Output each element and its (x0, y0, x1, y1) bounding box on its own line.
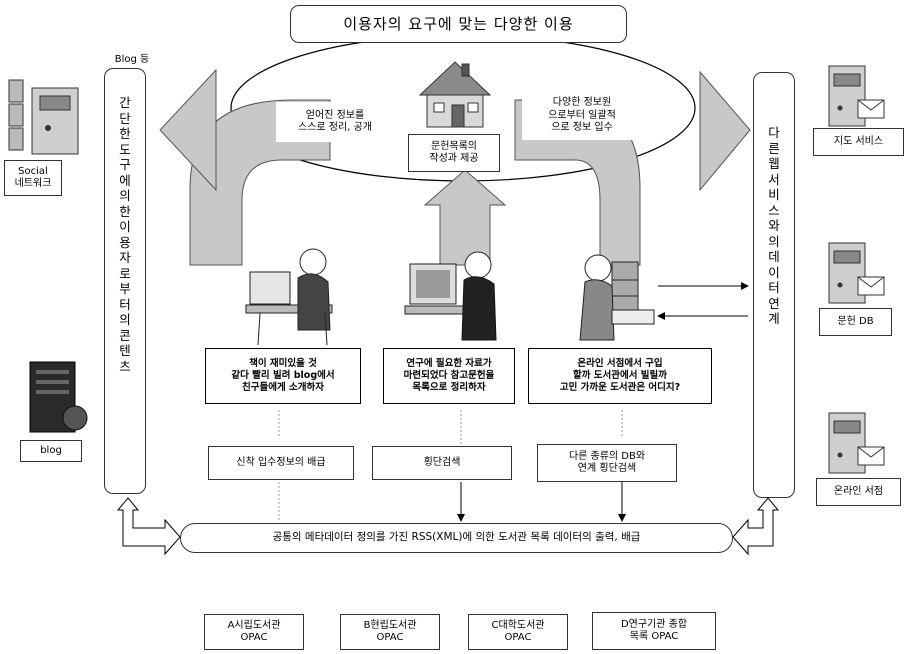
need-research-box: 연구에 필요한 자료가 마련되었다 참고문헌을 목록으로 정리하자 (383, 348, 515, 404)
map-server-icon (828, 65, 885, 127)
left-panel-text: 간단한 도구에 의한 이용자로부터의 콘텐츠 (119, 95, 131, 374)
online-bookstore-label: 온라인 서점 (816, 478, 901, 506)
opac-d: D연구기관 종합 목록 OPAC (592, 612, 716, 650)
bookstore-server-icon (828, 412, 885, 474)
cross-db-search-function: 다른 종류의 DB와 연계 횡단검색 (537, 444, 677, 482)
opac-c: C대학도서관 OPAC (468, 614, 568, 650)
opac-b: B현립도서관 OPAC (340, 614, 440, 650)
social-server-icon (8, 79, 79, 155)
rss-distribution-bar: 공통의 메타데이터 정의를 가진 RSS(XML)에 의한 도서관 목록 데이터… (180, 523, 733, 553)
right-arrow-head (699, 70, 751, 192)
center-up-arrow (423, 169, 507, 266)
user-bookstore-illustration (579, 254, 655, 341)
collect-note: 다양한 정보원 으로부터 일괄적 으로 정보 입수 (522, 92, 642, 140)
diagram-title: 이용자의 요구에 맞는 다양한 이용 (290, 5, 627, 43)
right-double-arrow (732, 497, 780, 556)
user-research-illustration (404, 251, 497, 341)
right-panel-text: 다른 웹 서비스와의 데이터 연계 (768, 125, 780, 326)
blog-label: Blog 등 (114, 54, 150, 65)
left-user-content-panel (104, 68, 146, 494)
catalog-note: 문헌목록의 작성과 제공 (408, 134, 500, 172)
map-service-label: 지도 서비스 (813, 128, 904, 156)
organize-note: 얻어진 정보를 스스로 정리, 공개 (276, 102, 394, 142)
left-double-arrow (116, 497, 181, 556)
need-bookstore-box: 온라인 서점에서 구입 할까 도서관에서 빌릴까 고민 가까운 도서관은 어디지… (528, 348, 712, 404)
cross-search-function: 횡단검색 (372, 446, 512, 480)
blog-service-label: blog (20, 440, 82, 462)
need-blog-box: 책이 재미있을 것 같다 빨리 빌려 blog에서 친구들에게 소개하자 (205, 348, 361, 404)
user-blog-illustration (245, 248, 333, 346)
social-network-label: Social 네트워크 (4, 160, 62, 196)
library-house-icon (418, 61, 492, 128)
right-web-service-panel (753, 72, 795, 498)
left-arrow-head (159, 68, 217, 192)
new-arrivals-function: 신착 입수정보의 배급 (208, 446, 354, 480)
opac-a: A시립도서관 OPAC (204, 614, 304, 650)
literature-db-label: 문헌 DB (819, 308, 892, 336)
blog-server-icon (29, 361, 88, 433)
literature-db-server-icon (828, 242, 885, 304)
